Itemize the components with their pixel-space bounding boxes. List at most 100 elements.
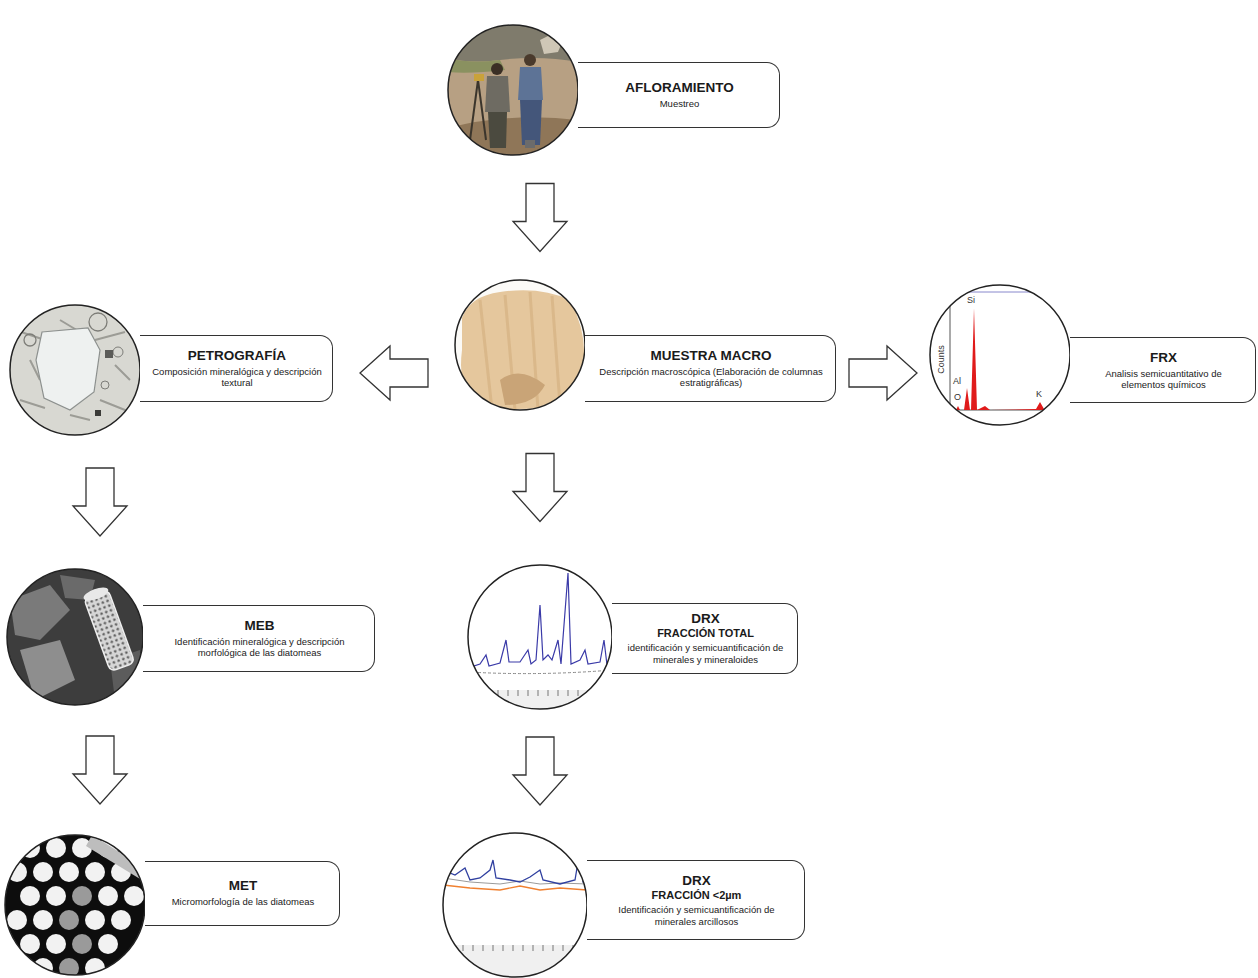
xrd-clay-pattern: [443, 850, 587, 884]
thin-section-photo: [89, 313, 107, 331]
flow-arrow: [73, 736, 127, 804]
flow-arrow: [360, 346, 428, 400]
outcrop-photo: [448, 25, 578, 155]
label-box: MEB Identificación mineralógica y descrip…: [143, 605, 375, 672]
outcrop-photo: [525, 140, 535, 148]
thin-section-photo: [105, 350, 113, 358]
step-subtitle: FRACCIÓN <2µm: [652, 889, 742, 902]
outcrop-photo: [448, 25, 578, 155]
flow-arrow: [513, 454, 567, 522]
tem-micrograph: [98, 886, 118, 906]
sem-micrograph: [20, 640, 75, 700]
xrd-clay-pattern: [443, 833, 587, 977]
chart-label: K: [1036, 390, 1042, 399]
chart-label: Al: [953, 377, 961, 386]
flow-arrow: [73, 468, 127, 536]
label-box: MUESTRA MACRO Descripción macroscópica (E…: [585, 335, 836, 402]
sem-micrograph: [82, 585, 110, 603]
photo-frame: [443, 833, 587, 977]
chart-label: Counts: [937, 345, 946, 374]
label-box: FRX Analisis semicuantitativo de elemento…: [1070, 337, 1256, 403]
xrd-clay-pattern: [443, 833, 587, 977]
flow-step: PETROGRAFÍAComposición mineralógica y de…: [10, 305, 333, 435]
step-title: DRX: [682, 873, 711, 889]
tem-micrograph: [7, 910, 27, 930]
tem-micrograph: [85, 910, 105, 930]
label-box: AFLORAMIENTOMuestreo: [578, 62, 780, 128]
tem-micrograph: [46, 886, 66, 906]
photo-frame: [448, 25, 578, 155]
thin-section-photo: [36, 328, 100, 410]
tem-micrograph: [72, 934, 92, 954]
outcrop-photo: [470, 80, 478, 140]
step-description: Identificación mineralógica y descripció…: [155, 636, 364, 659]
xrd-total-pattern: [468, 565, 612, 712]
step-title: MEB: [245, 618, 275, 634]
outcrop-photo: [524, 54, 536, 66]
tem-micrograph: [20, 886, 40, 906]
outcrop-photo: [488, 112, 507, 148]
outcrop-photo: [491, 63, 503, 75]
step-title: FRX: [1150, 350, 1177, 366]
xrf-spectrum: [930, 285, 1070, 425]
flow-step: AFLORAMIENTOMuestreo: [448, 25, 780, 155]
outcrop-photo: [520, 100, 542, 145]
tem-micrograph: [33, 910, 53, 930]
flow-step: METMicromorfología de las diatomeas: [5, 835, 340, 975]
tem-micrograph: [46, 838, 66, 858]
xrd-total-pattern: [468, 573, 612, 668]
step-title: MUESTRA MACRO: [651, 348, 772, 364]
step-description: Descripción macroscópica (Elaboración de…: [597, 366, 825, 389]
thin-section-photo: [95, 410, 101, 416]
tem-micrograph: [59, 886, 92, 978]
photo-frame: [5, 835, 145, 975]
tem-micrograph: [59, 910, 79, 930]
rock-sample-photo: [500, 374, 545, 405]
xrd-clay-pattern: [443, 885, 587, 890]
flow-arrow: [513, 737, 567, 805]
chart-label: Si: [967, 296, 975, 305]
step-title: PETROGRAFÍA: [188, 348, 286, 364]
outcrop-photo: [474, 74, 484, 81]
outcrop-photo: [478, 80, 486, 140]
thin-section-photo: [10, 305, 140, 435]
tem-micrograph: [46, 934, 66, 954]
xrd-clay-pattern: [443, 945, 587, 977]
tem-micrograph: [5, 835, 145, 978]
step-title: AFLORAMIENTO: [625, 80, 734, 96]
xrd-total-pattern: [468, 565, 612, 709]
thin-section-photo: [10, 305, 140, 435]
tem-micrograph: [5, 835, 145, 975]
flow-step: DRXFRACCIÓN TOTALidentificación y semicu…: [468, 565, 798, 709]
tem-micrograph: [124, 886, 144, 906]
flow-step: DRXFRACCIÓN <2µmIdentificación y semicua…: [443, 833, 805, 977]
tem-micrograph: [33, 862, 53, 882]
rock-sample-photo: [455, 280, 585, 410]
xrf-spectrum: [950, 292, 951, 410]
label-box: DRXFRACCIÓN <2µmIdentificación y semicua…: [587, 860, 805, 940]
flow-step: MEB Identificación mineralógica y descrip…: [7, 569, 375, 705]
step-description: Analisis semicuantitativo de elementos q…: [1082, 368, 1245, 391]
label-box: METMicromorfología de las diatomeas: [145, 861, 340, 926]
xrd-total-pattern: [468, 670, 612, 674]
xrf-spectrum: [950, 308, 1070, 410]
xrd-clay-pattern: [453, 945, 573, 951]
tem-micrograph: [85, 862, 105, 882]
photo-frame: [10, 305, 140, 435]
tem-micrograph: [20, 838, 40, 858]
thin-section-photo: [24, 334, 36, 346]
outcrop-photo: [518, 67, 543, 100]
chart-label: O: [954, 393, 961, 402]
thin-section-photo: [15, 320, 130, 420]
flow-arrow: [849, 346, 917, 400]
step-title: DRX: [691, 611, 720, 627]
step-description: Micromorfología de las diatomeas: [172, 896, 315, 907]
photo-frame: [468, 565, 612, 709]
photo-frame: [930, 285, 1070, 425]
flow-arrow: [513, 184, 567, 252]
tem-micrograph: [111, 910, 131, 930]
sem-micrograph: [82, 585, 135, 672]
